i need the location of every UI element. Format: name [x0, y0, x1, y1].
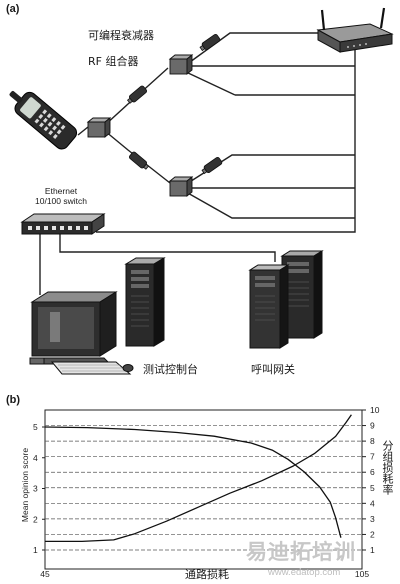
y-right-tick-label: 7 [370, 452, 375, 462]
gateway-server-left-icon [248, 264, 290, 349]
branch-lower [104, 130, 171, 184]
router-to-switch [96, 43, 356, 233]
y-left-tick-label: 1 [33, 545, 38, 555]
attenuator-label: 可编程衰减器 [88, 29, 154, 42]
attenuator-1 [126, 85, 148, 104]
panel-a-label: (a) [6, 3, 20, 15]
wireless-router-icon [316, 7, 394, 53]
ethernet-switch-icon [20, 213, 106, 235]
y-left-tick-label: 2 [33, 514, 38, 524]
computer-console-icon [29, 291, 134, 375]
series-lines [44, 414, 352, 543]
y-right-tick-label: 8 [370, 436, 375, 446]
packet-loss-series-line [45, 414, 352, 543]
y-right-tick-label: 5 [370, 483, 375, 493]
y-right-tick-label: 6 [370, 467, 375, 477]
attenuator-2 [128, 151, 150, 170]
y-left-tick-label: 5 [33, 422, 38, 432]
y-right-tick-label: 4 [370, 498, 375, 508]
panel-b-label: (b) [6, 394, 21, 406]
mobile-phone-icon [9, 91, 78, 150]
y-right-tick-label: 10 [370, 405, 380, 415]
combiner-label: RF 组合器 [88, 55, 139, 68]
y-right-tick-label: 2 [370, 529, 375, 539]
y-right-tick-label: 3 [370, 514, 375, 524]
console-server-icon [124, 257, 166, 347]
x-axis-title: 通路损耗 [185, 568, 229, 581]
y-left-tick-label: 4 [33, 453, 38, 463]
branch-upper [104, 67, 169, 126]
mos-series-line [44, 426, 342, 538]
y-right-axis-title: 分组损耗率 [381, 440, 394, 495]
switch-to-gateway [59, 232, 276, 262]
phone-link [77, 126, 89, 136]
combiner-upper [168, 54, 194, 75]
switch-label-line2: 10/100 switch [35, 196, 87, 206]
output-line-5 [185, 191, 355, 219]
line-to-router [189, 32, 318, 63]
grid-lines [42, 409, 366, 551]
gateway-label: 呼叫网关 [251, 363, 295, 376]
y-left-axis-title: Mean opinion score [20, 447, 30, 523]
attenuator-3 [199, 33, 221, 52]
switch-label-line1: Ethernet [44, 186, 78, 196]
output-line-3 [187, 154, 355, 184]
switch-label: Ethernet 10/100 switch [22, 186, 100, 206]
y-right-tick-label: 9 [370, 421, 375, 431]
plot-frame [44, 409, 363, 570]
x-tick-label: 45 [40, 569, 50, 579]
y-right-tick-label: 1 [370, 545, 375, 555]
watermark-text: 易迪拓培训 [246, 540, 356, 564]
combiner-lower [168, 176, 194, 197]
output-line-2a [185, 71, 236, 96]
console-label: 测试控制台 [143, 363, 198, 376]
y-left-tick-label: 3 [33, 484, 38, 494]
combiner-center [86, 117, 112, 138]
watermark-url: www.edatop.com [268, 567, 341, 578]
attenuator-4 [201, 156, 223, 175]
x-tick-label: 105 [355, 569, 369, 579]
